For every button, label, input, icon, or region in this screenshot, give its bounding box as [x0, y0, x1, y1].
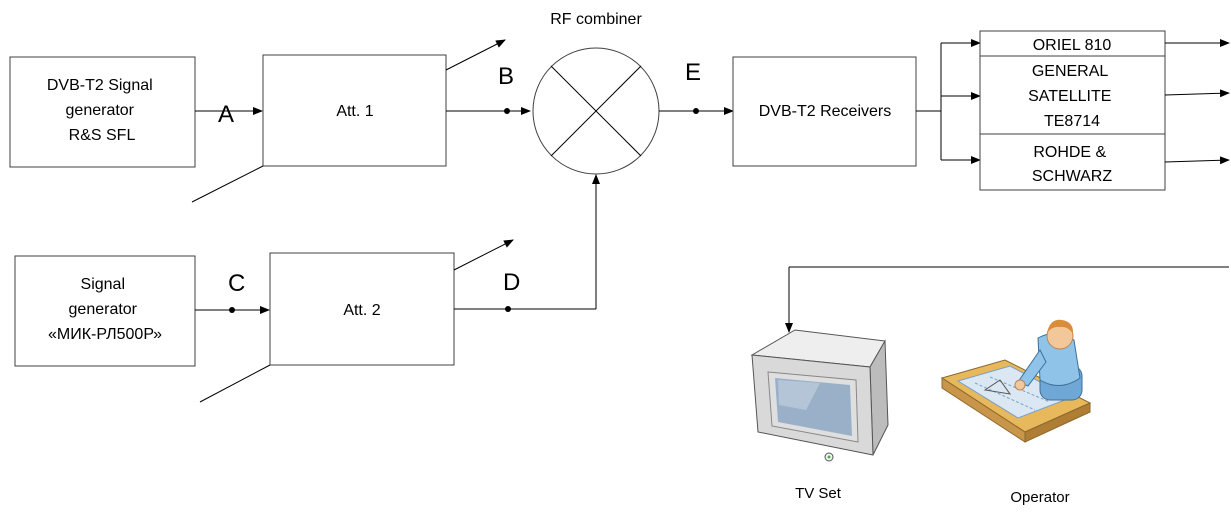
receiver-rohde-schwarz: ROHDE & SCHWARZ — [979, 133, 1166, 191]
receiver-rohde-line-1: ROHDE & — [1033, 144, 1106, 161]
receiver-general-line-2: SATELLITE — [1028, 88, 1111, 105]
attenuator-1-label: Att. 1 — [336, 103, 373, 120]
point-e-dot — [693, 108, 699, 114]
signal-generator-1-line-3: R&S SFL — [69, 127, 136, 144]
receiver-general-line-1: GENERAL — [1032, 63, 1109, 80]
signal-generator-2-line-2: generator — [69, 301, 138, 318]
receiver-fanout — [916, 39, 981, 164]
svg-text:GENERAL SATELLITE: GENERAL SATELLITE TE8714 — [1028, 63, 1116, 130]
point-b-dot — [504, 108, 510, 114]
receiver-oriel-810: ORIEL 810 — [979, 30, 1166, 57]
receiver-oriel-label: ORIEL 810 — [1033, 37, 1112, 54]
signal-generator-1-block: DVB-T2 Signal generator R&S SFL — [9, 56, 196, 168]
receiver-list: ORIEL 810 GENERAL SATELLITE TE8714 ROHDE… — [979, 30, 1166, 191]
attenuator-1-variable-arrow — [445, 39, 506, 71]
point-d-label: D — [503, 269, 520, 296]
dvb-t2-receivers-block: DVB-T2 Receivers — [732, 56, 917, 167]
attenuator-2-block: Att. 2 — [199, 239, 514, 403]
rf-combiner-label: RF combiner — [550, 11, 642, 28]
attenuator-1-block: Att. 1 — [191, 39, 506, 203]
point-e-label: E — [685, 59, 701, 86]
svg-text:ROHDE & SCHWARZ: ROHDE & SCHWARZ — [1032, 144, 1113, 185]
attenuator-2-label: Att. 2 — [343, 302, 380, 319]
operator-icon — [940, 319, 1092, 443]
svg-text:Signal generator «: Signal generator «МИК-РЛ500Р» — [48, 276, 162, 343]
tv-icon — [750, 329, 889, 462]
signal-generator-1-line-1: DVB-T2 Signal — [47, 77, 153, 94]
svg-text:DVB-T2 Signal generator: DVB-T2 Signal generator R&S SFL — [47, 77, 157, 144]
operator-label: Operator — [1010, 489, 1069, 506]
signal-generator-1-line-2: generator — [66, 102, 135, 119]
receiver-outputs — [1164, 39, 1230, 165]
attenuator-1-variable-tail — [191, 165, 264, 203]
wire-att2-combiner — [454, 174, 600, 310]
attenuator-2-variable-arrow — [453, 239, 514, 271]
receiver-rohde-line-2: SCHWARZ — [1032, 168, 1113, 185]
rf-combiner: RF combiner — [532, 11, 660, 175]
receiver-general-satellite: GENERAL SATELLITE TE8714 — [979, 55, 1166, 135]
signal-generator-2-block: Signal generator «МИК-РЛ500Р» — [14, 255, 196, 367]
signal-generator-2-line-1: Signal — [81, 276, 125, 293]
point-c-dot — [229, 307, 235, 313]
point-a-label: A — [218, 101, 234, 128]
receiver-general-line-3: TE8714 — [1044, 113, 1100, 130]
signal-generator-2-line-3: «МИК-РЛ500Р» — [48, 326, 162, 343]
attenuator-2-variable-tail — [199, 364, 271, 403]
point-d-dot — [505, 306, 511, 312]
dvb-t2-receivers-label: DVB-T2 Receivers — [759, 103, 891, 120]
tv-set-label: TV Set — [795, 485, 842, 502]
wire-to-tv — [785, 266, 1229, 333]
point-c-label: C — [228, 270, 245, 297]
point-b-label: B — [498, 63, 514, 90]
